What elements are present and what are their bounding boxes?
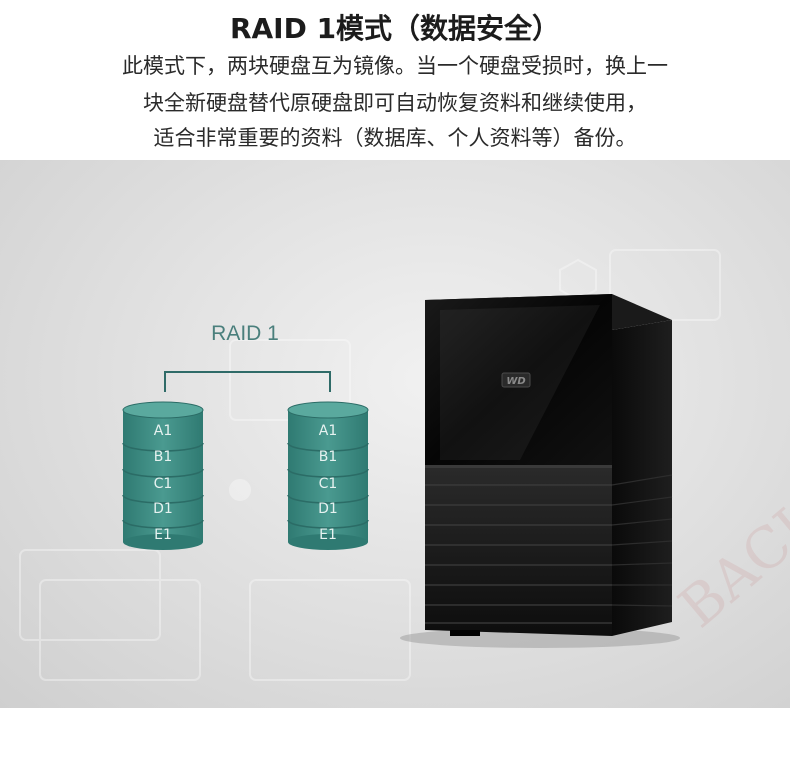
right-block-e1: E1 [319,527,337,543]
left-block-d1: D1 [153,501,173,517]
header-section: RAID 1模式（数据安全） 此模式下，两块硬盘互为镜像。当一个硬盘受损时，换上… [0,0,790,160]
left-block-e1: E1 [154,527,172,543]
wd-logo: WD [501,372,531,388]
background-watermark: BACK [667,483,790,640]
right-block-a1: A1 [319,423,337,439]
raid-mode-label: RAID 1 [211,322,279,345]
disk-stack-right: A1 B1 C1 D1 E1 [287,401,369,550]
wd-drive-device: WD [400,294,680,648]
product-illustration-panel: BACK A1 B1 C1 D1 E [0,160,790,708]
right-block-b1: B1 [319,449,338,465]
description-line-1: 此模式下，两块硬盘互为镜像。当一个硬盘受损时，换上一 [122,54,668,78]
drive-ribs [425,484,612,624]
description-line-2: 块全新硬盘替代原硬盘即可自动恢复资料和继续使用， [143,91,647,115]
left-block-a1: A1 [154,423,172,439]
page-title: RAID 1模式（数据安全） [229,12,561,45]
right-block-d1: D1 [318,501,338,517]
illustration-svg: BACK A1 B1 C1 D1 E [19,249,790,681]
wd-logo-text: WD [506,376,525,387]
disk-stack-left: A1 B1 C1 D1 E1 [122,401,204,550]
raid-bracket [164,371,331,392]
left-block-b1: B1 [154,449,173,465]
description-line-3: 适合非常重要的资料（数据库、个人资料等）备份。 [153,126,637,150]
left-block-c1: C1 [154,476,173,492]
right-block-c1: C1 [319,476,338,492]
svg-text:BACK: BACK [667,483,790,640]
